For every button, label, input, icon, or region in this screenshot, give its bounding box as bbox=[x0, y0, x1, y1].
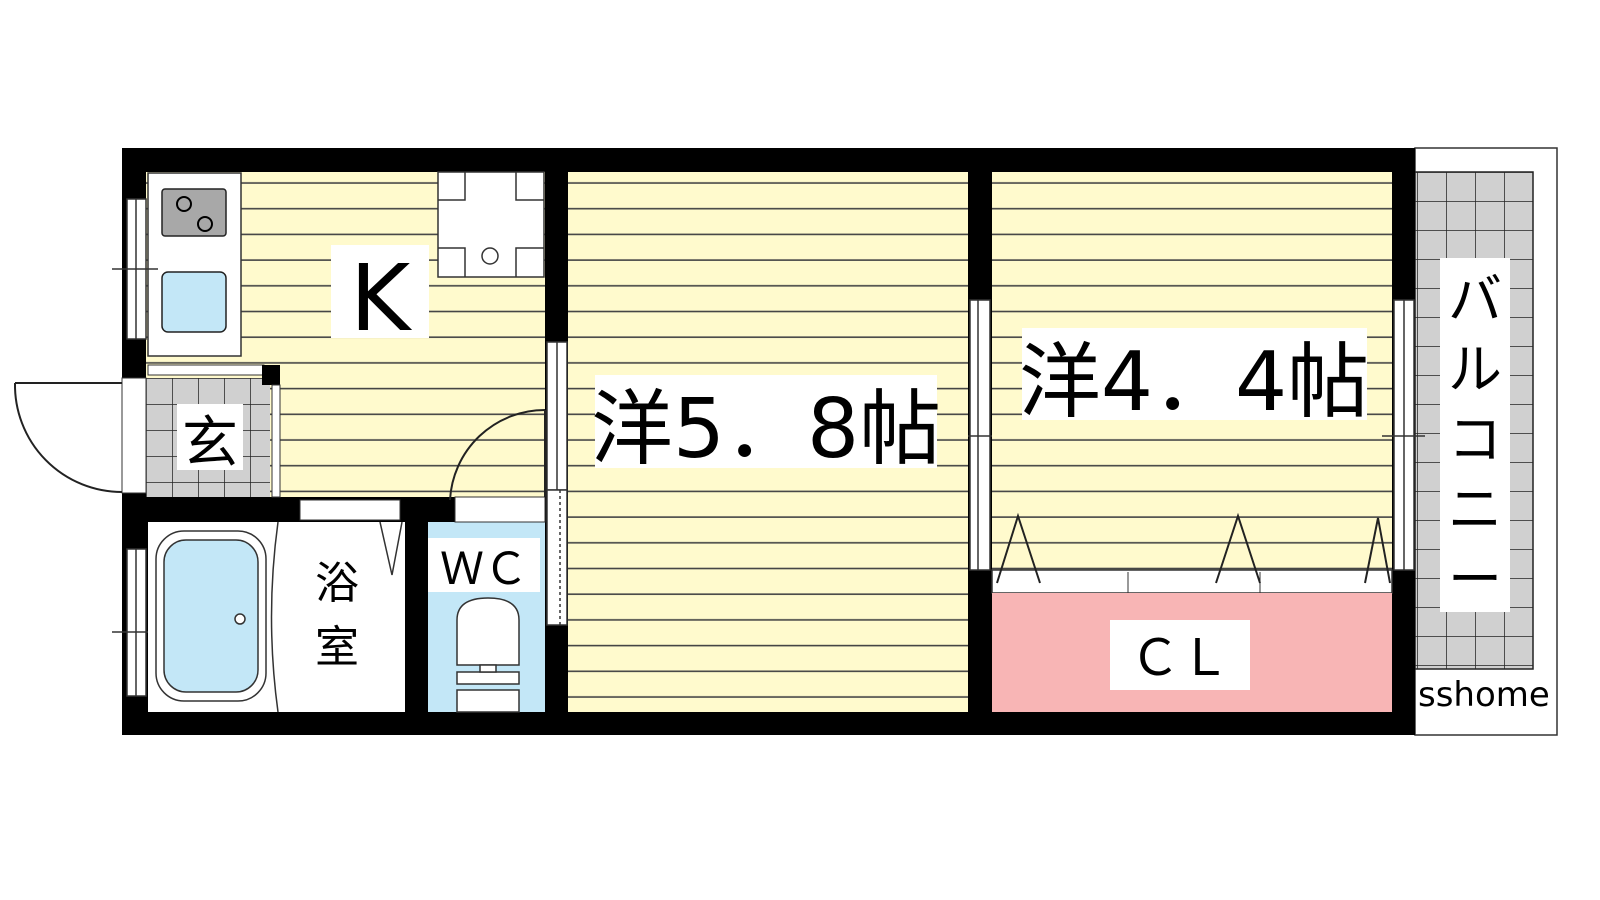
svg-text:ニ: ニ bbox=[1448, 478, 1502, 541]
sliding-door-rooms[interactable] bbox=[968, 299, 992, 571]
balcony-label: バ ル コ ニ ー bbox=[1448, 268, 1502, 611]
entrance: 玄 bbox=[13, 364, 281, 498]
svg-text:室: 室 bbox=[315, 622, 359, 673]
western-room-2-label: 洋4．4帖 bbox=[1019, 335, 1369, 430]
closet-label: ＣＬ bbox=[1130, 629, 1230, 687]
bath-label: 浴 bbox=[315, 558, 359, 609]
balcony: バ ル コ ニ ー sshome bbox=[1414, 147, 1558, 736]
kitchen: K bbox=[146, 171, 545, 497]
dining-table-icon bbox=[437, 171, 545, 278]
wc-label: ＷＣ bbox=[440, 544, 528, 595]
stove-icon bbox=[161, 188, 227, 237]
sliding-door-kitchen[interactable] bbox=[546, 341, 568, 626]
western-room-1-label: 洋5．8帖 bbox=[591, 382, 941, 477]
western-room-5-8: 洋5．8帖 bbox=[568, 172, 968, 712]
bathroom: 浴 室 bbox=[148, 499, 405, 713]
bathtub-icon bbox=[163, 539, 259, 693]
svg-text:コ: コ bbox=[1448, 408, 1502, 471]
closet[interactable]: ＣＬ bbox=[991, 512, 1393, 712]
window-left bbox=[112, 198, 158, 697]
balcony-window[interactable] bbox=[1382, 299, 1425, 571]
svg-text:ー: ー bbox=[1448, 548, 1502, 611]
wc: ＷＣ bbox=[428, 408, 546, 713]
entrance-label: 玄 bbox=[182, 411, 238, 476]
svg-text:バ: バ bbox=[1448, 268, 1502, 331]
western-room-4-4: 洋4．4帖 bbox=[992, 172, 1392, 570]
svg-text:ル: ル bbox=[1448, 338, 1502, 401]
sink-icon bbox=[161, 271, 227, 333]
watermark: sshome bbox=[1418, 675, 1550, 715]
wc-door-icon bbox=[449, 408, 546, 501]
kitchen-label: K bbox=[350, 245, 413, 352]
toilet-icon bbox=[456, 597, 520, 713]
entrance-door-icon bbox=[13, 382, 123, 493]
